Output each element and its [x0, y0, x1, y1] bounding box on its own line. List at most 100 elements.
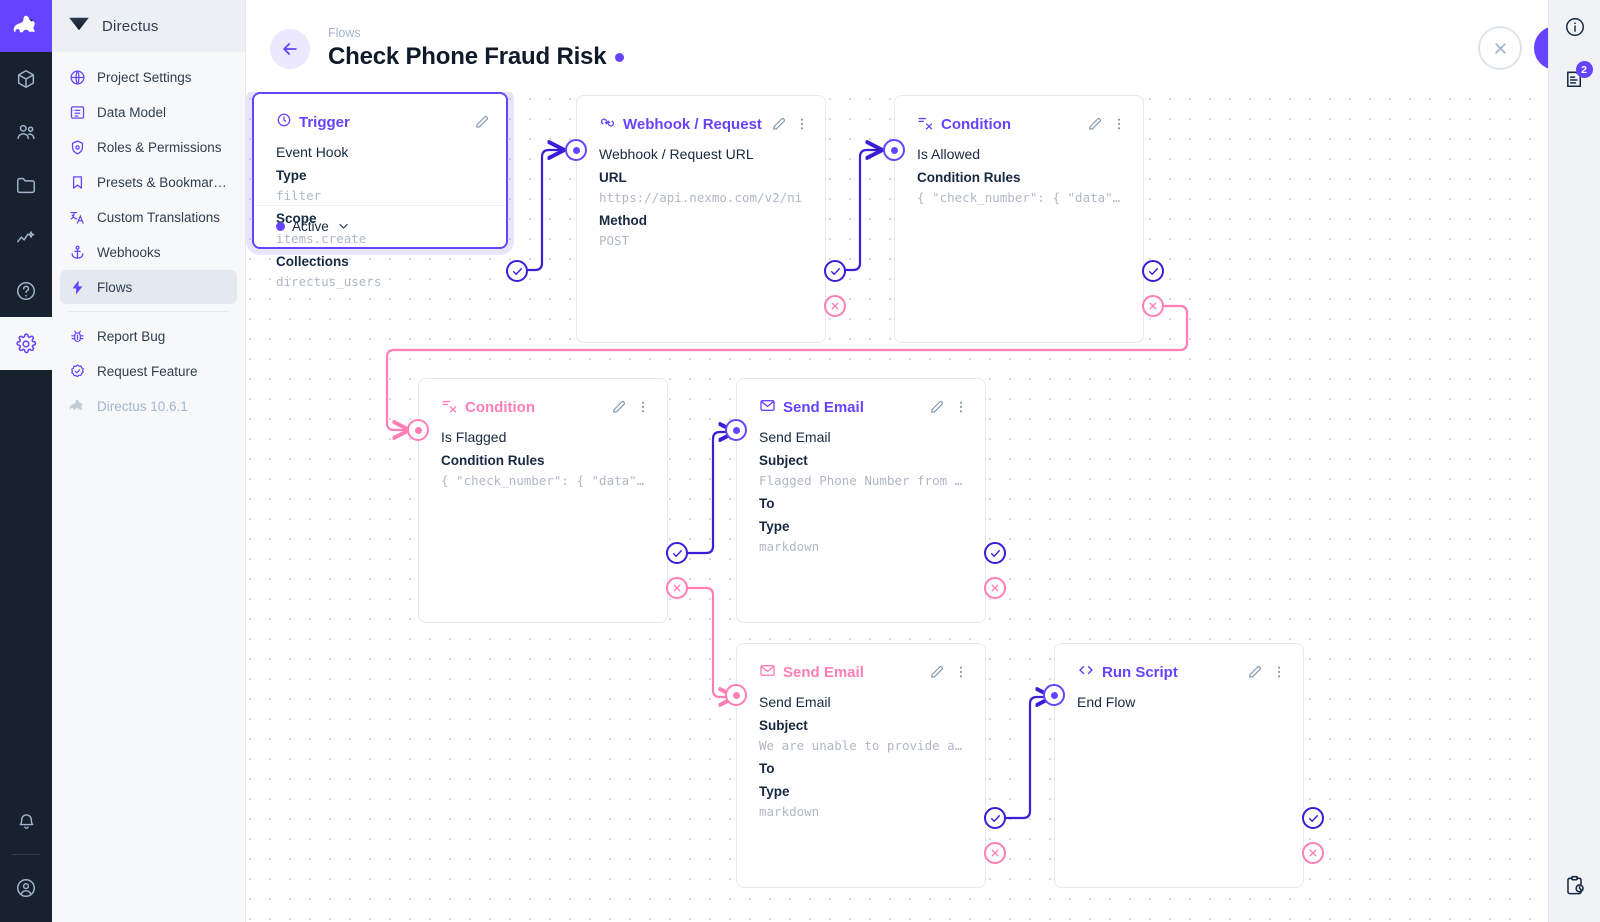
- rabbit-logo-icon[interactable]: [0, 0, 52, 52]
- sidebar-nav-list: Project Settings Data Model Roles & Perm…: [52, 52, 245, 424]
- node-reject-handle-condition-flagged[interactable]: [666, 577, 688, 599]
- node-body: Is Flagged Condition Rules { "check_numb…: [419, 421, 667, 505]
- sidebar-item-custom-translations[interactable]: Custom Translations: [60, 200, 237, 234]
- sidebar-item-report-bug[interactable]: Report Bug: [60, 319, 237, 353]
- link-icon: [599, 114, 616, 135]
- sidebar-item-webhooks[interactable]: Webhooks: [60, 235, 237, 269]
- node-resolve-handle-send-email-flagged[interactable]: [984, 542, 1006, 564]
- sidebar-header[interactable]: Directus: [52, 0, 245, 52]
- field-key: Scope: [276, 211, 317, 226]
- clipboard-clock-icon[interactable]: [1549, 859, 1600, 912]
- node-resolve-handle-condition-allowed[interactable]: [1142, 260, 1164, 282]
- node-type-title: Trigger: [276, 112, 350, 132]
- more-options-icon[interactable]: [951, 397, 971, 417]
- sidebar-item-label: Report Bug: [97, 328, 166, 344]
- sidebar-item-flows[interactable]: Flows: [60, 270, 237, 304]
- status-dot-icon: [276, 222, 285, 231]
- more-options-icon[interactable]: [951, 662, 971, 682]
- more-options-icon[interactable]: [1269, 662, 1289, 682]
- node-reject-handle-webhook[interactable]: [824, 295, 846, 317]
- account-icon[interactable]: [0, 861, 52, 914]
- sidebar-item-label: Presets & Bookmar…: [97, 174, 227, 190]
- node-type-label: Send Email: [783, 398, 864, 416]
- node-resolve-handle-webhook[interactable]: [824, 260, 846, 282]
- node-type-title: Webhook / Request U: [599, 114, 766, 135]
- more-options-icon[interactable]: [1109, 114, 1129, 134]
- field-value: filter: [276, 188, 322, 203]
- node-reject-handle-send-email-unable[interactable]: [984, 842, 1006, 864]
- flow-editor-main: Trigger Event Hook Type filter Scope ite…: [246, 0, 1600, 922]
- mail-icon: [759, 397, 776, 418]
- condition-icon: [917, 114, 934, 135]
- module-item-help[interactable]: [0, 264, 52, 317]
- sidebar-item-presets-bookmarks[interactable]: Presets & Bookmar…: [60, 165, 237, 199]
- node-input-handle-condition-flagged[interactable]: [407, 419, 429, 441]
- node-resolve-handle-run-script[interactable]: [1302, 807, 1324, 829]
- bell-icon[interactable]: [0, 795, 52, 848]
- node-name: Event Hook: [276, 144, 349, 160]
- chevron-down-icon[interactable]: [337, 220, 350, 233]
- more-options-icon[interactable]: [792, 114, 811, 134]
- back-button[interactable]: [270, 29, 310, 69]
- module-item-settings[interactable]: [0, 317, 52, 370]
- node-input-handle-webhook[interactable]: [565, 139, 587, 161]
- node-input-handle-run-script[interactable]: [1043, 684, 1065, 706]
- node-type-title: Send Email: [759, 662, 864, 683]
- info-icon[interactable]: [1549, 0, 1600, 53]
- node-body: Send Email Subject We are unable to prov…: [737, 686, 985, 836]
- sidebar-item-project-settings[interactable]: Project Settings: [60, 60, 237, 94]
- status-badge: [615, 52, 625, 62]
- field-value: { "check_number": { "data"…: [917, 190, 1121, 205]
- edit-pencil-icon[interactable]: [927, 662, 947, 682]
- flow-node-send-email-flagged[interactable]: Send Email Send Email Subject Flagged Ph…: [736, 378, 986, 623]
- field-key: Type: [759, 784, 790, 799]
- flow-node-trigger[interactable]: Trigger Event Hook Type filter Scope ite…: [252, 92, 508, 289]
- breadcrumb[interactable]: Flows: [328, 26, 361, 40]
- flow-node-run-script[interactable]: Run Script End Flow: [1054, 643, 1304, 888]
- flow-node-send-email-unable[interactable]: Send Email Send Email Subject We are una…: [736, 643, 986, 888]
- node-reject-handle-condition-allowed[interactable]: [1142, 295, 1164, 317]
- node-reject-handle-run-script[interactable]: [1302, 842, 1324, 864]
- node-input-handle-send-email-flagged[interactable]: [725, 419, 747, 441]
- sidebar-item-request-feature[interactable]: Request Feature: [60, 354, 237, 388]
- module-item-insights[interactable]: [0, 211, 52, 264]
- sidebar-item-label: Data Model: [97, 104, 167, 120]
- module-bar: [0, 0, 52, 922]
- node-type-label: Webhook / Request U: [623, 115, 766, 133]
- field-key: Condition Rules: [917, 170, 1021, 185]
- sidebar-item-version: Directus 10.6.1: [60, 389, 237, 423]
- node-resolve-handle-condition-flagged[interactable]: [666, 542, 688, 564]
- module-item-file-library[interactable]: [0, 158, 52, 211]
- edit-pencil-icon[interactable]: [1245, 662, 1265, 682]
- flow-node-webhook[interactable]: Webhook / Request U Webhook / Request UR…: [576, 95, 826, 343]
- bookmark-icon: [68, 173, 86, 191]
- field-value: markdown: [759, 804, 820, 819]
- node-resolve-handle-send-email-unable[interactable]: [984, 807, 1006, 829]
- node-body: Send Email Subject Flagged Phone Number …: [737, 421, 985, 571]
- edit-pencil-icon[interactable]: [770, 114, 789, 134]
- edit-pencil-icon[interactable]: [927, 397, 947, 417]
- cancel-button[interactable]: [1478, 26, 1522, 70]
- edit-pencil-icon[interactable]: [609, 397, 629, 417]
- code-icon: [1077, 661, 1095, 683]
- more-options-icon[interactable]: [633, 397, 653, 417]
- node-input-handle-condition-allowed[interactable]: [883, 139, 905, 161]
- directus-diamond-icon: [68, 16, 90, 37]
- logs-icon[interactable]: 2: [1549, 53, 1600, 106]
- node-reject-handle-send-email-flagged[interactable]: [984, 577, 1006, 599]
- node-type-label: Send Email: [783, 663, 864, 681]
- module-bar-bottom: [0, 795, 52, 922]
- sidebar-item-data-model[interactable]: Data Model: [60, 95, 237, 129]
- edit-pencil-icon[interactable]: [1085, 114, 1105, 134]
- module-item-content[interactable]: [0, 52, 52, 105]
- node-input-handle-send-email-unable[interactable]: [725, 684, 747, 706]
- edit-pencil-icon[interactable]: [472, 112, 492, 132]
- flow-node-condition-flagged[interactable]: Condition Is Flagged Condition Rules { "…: [418, 378, 668, 623]
- module-item-user-directory[interactable]: [0, 105, 52, 158]
- node-type-title: Run Script: [1077, 661, 1178, 683]
- flow-node-condition-allowed[interactable]: Condition Is Allowed Condition Rules { "…: [894, 95, 1144, 343]
- node-resolve-handle-trigger[interactable]: [506, 260, 528, 282]
- node-status-footer[interactable]: Active: [254, 205, 506, 247]
- node-header: Condition: [895, 96, 1143, 138]
- sidebar-item-roles-permissions[interactable]: Roles & Permissions: [60, 130, 237, 164]
